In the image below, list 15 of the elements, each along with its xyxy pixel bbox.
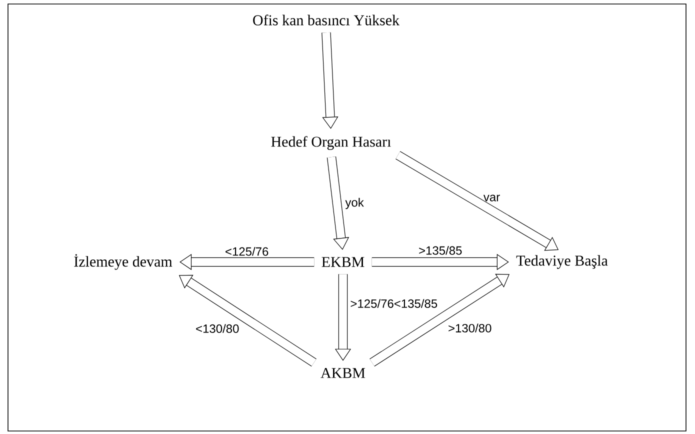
edge-label: >135/85 xyxy=(419,246,462,255)
block-arrow xyxy=(322,32,338,129)
node-label: EKBM xyxy=(322,257,364,267)
edge-label: >125/76<135/85 xyxy=(350,299,438,308)
edge-label: <130/80 xyxy=(196,324,239,333)
edge-label: >130/80 xyxy=(448,324,492,332)
node-label: Hedef Organ Hasarı xyxy=(271,136,391,150)
node-label: Ofis kan basıncı Yüksek xyxy=(253,14,400,26)
node-label: AKBM xyxy=(320,368,366,378)
edge-label: yok xyxy=(345,198,364,210)
block-arrow xyxy=(326,156,350,250)
edge-label: var xyxy=(483,194,500,202)
node-label: Tedaviye Başla xyxy=(516,255,608,269)
edge-label: <125/76 xyxy=(226,247,268,256)
node-label: İzlemeye devam xyxy=(74,254,172,270)
